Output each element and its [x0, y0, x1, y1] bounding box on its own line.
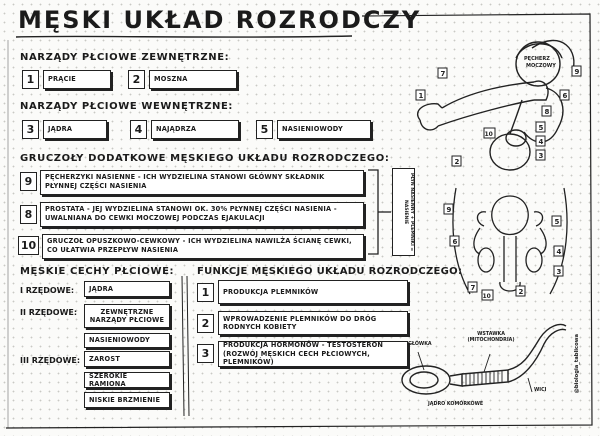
traits-primary-label: I RZĘDOWE:: [20, 286, 75, 295]
gland-num-10: 10: [18, 236, 39, 255]
traits-secondary-label: II RZĘDOWE:: [20, 308, 78, 317]
external-item-scrotum: MOSZNA: [149, 70, 237, 89]
function-num-3: 3: [197, 344, 214, 363]
diag2-num-5: 5: [555, 218, 560, 226]
diag2-num-6: 6: [453, 238, 458, 246]
internal-item-testes: JĄDRA: [43, 120, 107, 139]
trait-facial-hair: ZAROST: [84, 351, 170, 367]
diag-num-8: 8: [545, 108, 550, 116]
label-sperm-head: GŁÓWKA: [408, 342, 432, 347]
gland-prostate: PROSTATA - JEJ WYDZIELINA STANOWI OK. 30…: [40, 202, 364, 227]
label-bladder-line1: PĘCHERZ: [524, 56, 550, 62]
label-sperm-nucleus: JĄDRO KOMÓRKOWE: [428, 402, 484, 407]
traits-heading: MĘSKIE CECHY PŁCIOWE:: [20, 266, 175, 277]
function-num-1: 1: [197, 283, 214, 302]
diag2-num-7: 7: [471, 284, 476, 292]
semen-note: PŁYN NASIENNY + PLEMNIKI = NASIENIE: [392, 168, 415, 256]
internal-num-4: 4: [130, 120, 147, 139]
trait-testes: JĄDRA: [84, 281, 170, 297]
internal-num-5: 5: [256, 120, 273, 139]
page-title: MĘSKI UKŁAD ROZRODCZY: [18, 6, 422, 34]
diag2-num-3: 3: [557, 268, 562, 276]
credit: @biologia_tablicowa: [574, 334, 580, 394]
label-bladder-line2: MOCZOWY: [526, 63, 556, 69]
external-item-penis: PRĄCIE: [43, 70, 111, 89]
diag-num-5: 5: [539, 124, 544, 132]
glands-heading: GRUCZOŁY DODATKOWE MĘSKIEGO UKŁADU ROZRO…: [20, 153, 390, 164]
label-sperm-midpiece: WSTAWKA (MITOCHONDRIA): [467, 332, 515, 343]
internal-item-vas-deferens: NASIENIOWODY: [277, 120, 371, 139]
diag-num-1: 1: [419, 92, 424, 100]
diag2-num-10: 10: [483, 293, 491, 300]
trait-broad-shoulders: SZEROKIE RAMIONA: [84, 372, 170, 388]
label-sperm-tail: WICI: [534, 388, 547, 393]
diag-num-9: 9: [575, 68, 580, 76]
diag-num-2: 2: [455, 158, 460, 166]
gland-seminal-vesicles: PĘCHERZYKI NASIENNE - ICH WYDZIELINA STA…: [40, 170, 364, 195]
function-hormone-production: PRODUKCJA HORMONÓW - TESTOSTERON (ROZWÓJ…: [218, 341, 408, 367]
diag-num-10: 10: [485, 131, 493, 138]
internal-num-3: 3: [22, 120, 39, 139]
trait-low-voice: NISKIE BRZMIENIE: [84, 392, 170, 408]
diag-num-6: 6: [563, 92, 568, 100]
title-underline: [15, 35, 353, 38]
trait-external-organs: ZEWNĘTRZNE NARZĄDY PŁCIOWE: [84, 304, 170, 328]
diag-num-3: 3: [539, 152, 544, 160]
traits-divider: [181, 275, 190, 417]
frontal-diagram: 9 6 5 4 3 2 7 10: [443, 187, 568, 301]
diag2-num-2: 2: [519, 288, 524, 296]
sperm-diagram: [401, 323, 567, 395]
internal-heading: NARZĄDY PŁCIOWE WEWNĘTRZNE:: [20, 101, 234, 112]
gland-num-8: 8: [20, 205, 37, 224]
trait-vas-deferens: NASIENIOWODY: [84, 333, 170, 348]
diag-num-4: 4: [539, 138, 544, 146]
function-num-2: 2: [197, 314, 214, 333]
diag2-num-9: 9: [447, 206, 452, 214]
internal-item-epididymis: NAJĄDRZA: [151, 120, 239, 139]
external-heading: NARZĄDY PŁCIOWE ZEWNĘTRZNE:: [20, 52, 230, 63]
gland-num-9: 9: [20, 172, 37, 191]
traits-tertiary-label: III RZĘDOWE:: [20, 356, 81, 365]
diag-num-7: 7: [441, 70, 446, 78]
external-num-1: 1: [22, 70, 39, 89]
external-num-2: 2: [128, 70, 145, 89]
gland-bulbourethral: GRUCZOŁ OPUSZKOWO-CEWKOWY - ICH WYDZIELI…: [42, 234, 364, 259]
semen-note-bracket: [368, 169, 391, 255]
functions-heading: FUNKCJE MĘSKIEGO UKŁADU ROZRODCZEGO:: [197, 266, 463, 277]
sagittal-diagram: PĘCHERZ MOCZOWY 7 1 9 6 8 5 4 3 2 10: [415, 39, 582, 171]
diag2-num-4: 4: [557, 248, 562, 256]
function-sperm-delivery: WPROWADZENIE PLEMNIKÓW DO DRÓG RODNYCH K…: [218, 311, 408, 335]
function-sperm-production: PRODUKCJA PLEMNIKÓW: [218, 280, 408, 304]
